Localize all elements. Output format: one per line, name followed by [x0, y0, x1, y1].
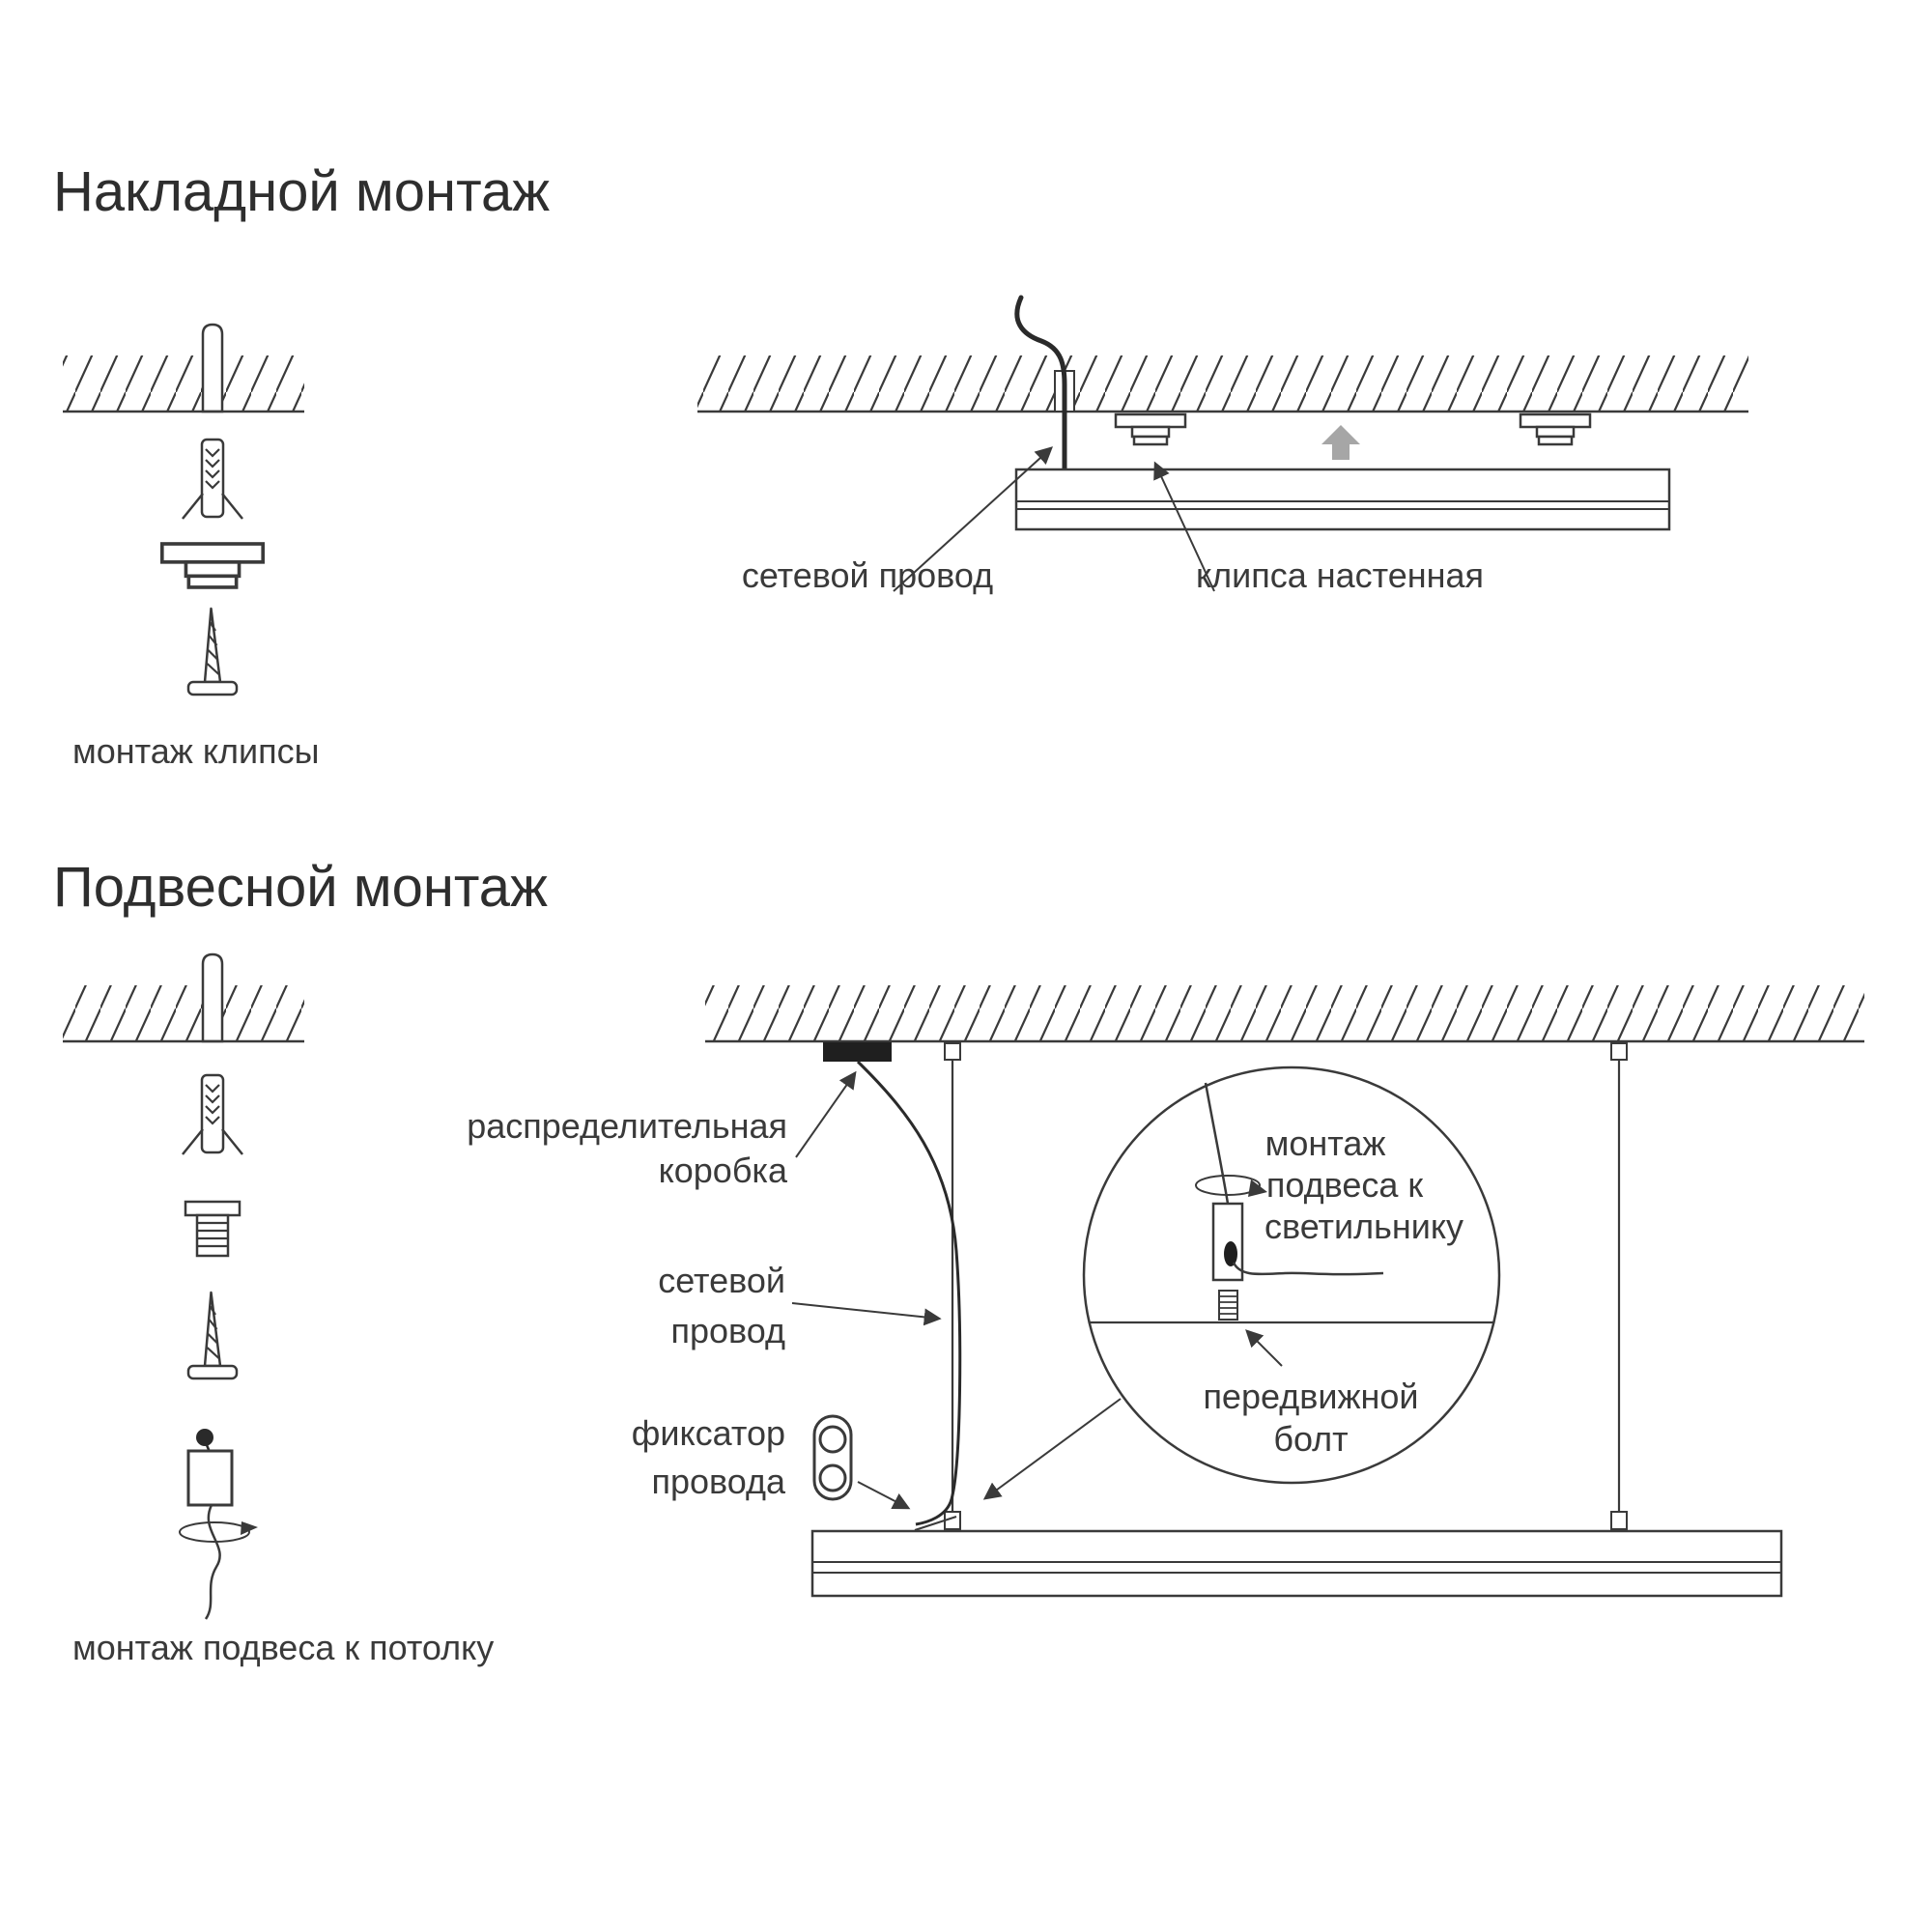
junction-box-pointer-arrow: [795, 1070, 857, 1158]
zoom-callout-arrow: [982, 1398, 1122, 1500]
suspension-wire: [1204, 1082, 1230, 1205]
power-cord: [856, 1060, 962, 1526]
wall-clip-icon: [159, 542, 266, 589]
mount-wire: [204, 1504, 221, 1620]
luminaire: [1014, 468, 1671, 531]
zoom-label-line3: светильнику: [1264, 1207, 1463, 1246]
power-cord-label-line2: провод: [671, 1311, 786, 1350]
junction-box-label-line2: коробка: [659, 1151, 788, 1190]
suspension-rod: [1609, 1041, 1629, 1531]
section2-left-caption: монтаж подвеса к потолку: [72, 1628, 494, 1667]
wall-clip-label: клипса настенная: [1196, 555, 1484, 595]
zoom-label-line2: подвеса к: [1266, 1165, 1423, 1205]
cord-lock-label-line2: провода: [651, 1462, 785, 1501]
sliding-bolt-label-line1: передвижной: [1203, 1377, 1418, 1416]
screw-icon: [186, 1291, 239, 1380]
rotation-arrowhead: [241, 1521, 258, 1535]
ceiling-hatch: [697, 355, 1748, 412]
zoom-label-line1: монтаж: [1265, 1123, 1386, 1163]
power-cord: [1014, 295, 1067, 472]
section2-suspension-diagram: монтаж подвеса к светильнику передвижной…: [467, 985, 1864, 1598]
power-cord-pointer-arrow: [893, 446, 1053, 592]
connector-hole: [1224, 1241, 1237, 1266]
sliding-bolt-label-line2: болт: [1273, 1419, 1348, 1459]
power-cord-label: сетевой провод: [742, 555, 993, 595]
mount-body: [186, 1449, 234, 1507]
power-cord-pointer-arrow: [791, 1302, 942, 1326]
wall-anchor-icon: [181, 438, 244, 521]
wall-anchor-icon: [181, 1073, 244, 1156]
ceiling-hatch: [705, 985, 1864, 1041]
sliding-bolt-pointer-arrow: [1245, 1329, 1283, 1367]
zoom-circle: монтаж подвеса к светильнику передвижной…: [1082, 1065, 1501, 1485]
section1-left-caption: монтаж клипсы: [72, 731, 319, 771]
cord-lock-icon: [812, 1414, 853, 1501]
wall-clip: [1519, 412, 1592, 446]
ceiling-suspension-mount-icon: [179, 1429, 258, 1620]
wall-clip: [1114, 412, 1187, 446]
wire-out: [1232, 1262, 1384, 1276]
cord-lock-pointer-arrow: [857, 1481, 911, 1510]
cord-lock-label-line1: фиксатор: [632, 1413, 785, 1453]
power-cord-label-line1: сетевой: [658, 1261, 785, 1300]
up-arrow-icon: [1321, 425, 1360, 460]
suspension-connector: [1211, 1202, 1244, 1282]
threaded-bolt-icon: [184, 1200, 242, 1258]
section2-suspension-mounting-steps: монтаж подвеса к потолку: [63, 952, 494, 1667]
section1-ceiling-diagram: сетевой провод клипса настенная: [697, 295, 1748, 595]
mount-ball: [196, 1429, 213, 1446]
drill-hole-icon: [201, 323, 224, 413]
junction-box: [823, 1042, 892, 1062]
ceiling-hatch: [63, 985, 304, 1041]
section1-title: Накладной монтаж: [53, 160, 550, 223]
cord-lock-mark: [914, 1516, 957, 1531]
ceiling-hatch: [63, 355, 304, 412]
rotation-arrow-icon: [1195, 1175, 1261, 1196]
sliding-bolt: [1218, 1290, 1238, 1321]
section2-title: Подвесной монтаж: [53, 856, 548, 919]
luminaire: [810, 1529, 1783, 1598]
drill-hole-icon: [201, 952, 224, 1043]
section1-clip-mounting-steps: монтаж клипсы: [63, 323, 319, 771]
screw-icon: [186, 607, 239, 696]
rotation-arrow-icon: [179, 1521, 250, 1543]
rotation-arrowhead: [1248, 1179, 1267, 1197]
junction-box-label-line1: распределительная: [467, 1106, 787, 1146]
wall-clip-pointer-arrow: [1153, 461, 1215, 592]
